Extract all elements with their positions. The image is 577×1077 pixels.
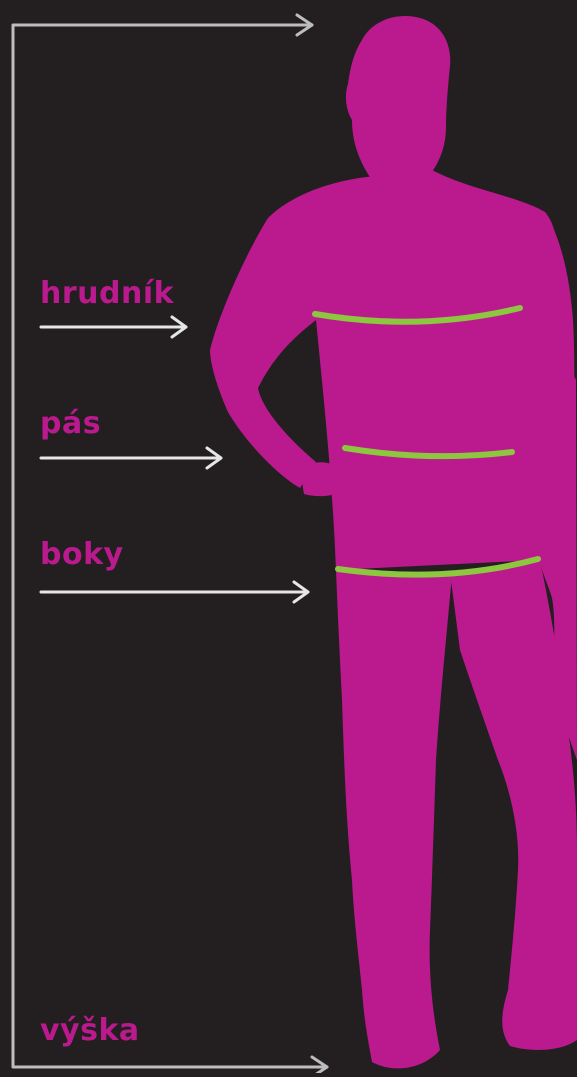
height-label: výška	[40, 1013, 140, 1048]
chest-label: hrudník	[40, 276, 174, 311]
left-hand	[300, 462, 342, 496]
human-silhouette	[210, 16, 577, 1068]
hips-label: boky	[40, 537, 124, 572]
head	[346, 16, 450, 188]
chest-arrow	[41, 317, 186, 337]
waist-arrow	[41, 448, 221, 468]
left-leg	[336, 570, 452, 1068]
waist-label: pás	[40, 406, 101, 441]
height-bottom-arrowhead	[312, 1057, 327, 1073]
hips-arrow	[41, 582, 308, 602]
